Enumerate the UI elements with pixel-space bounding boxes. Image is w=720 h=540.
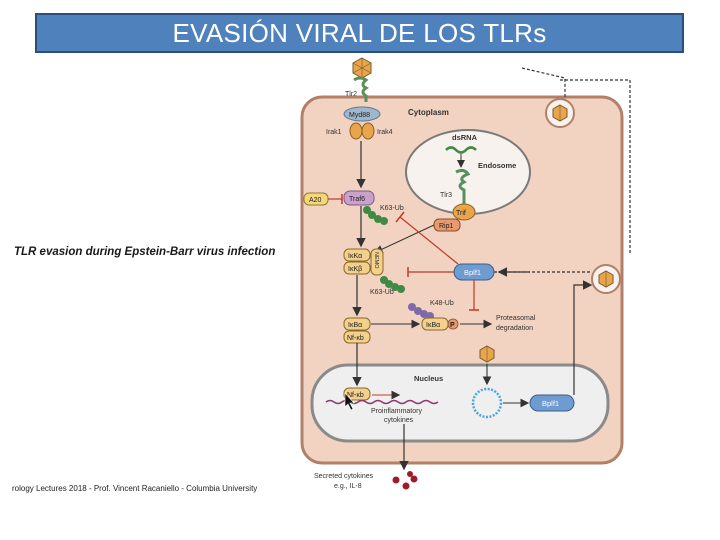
nemo-node (370, 248, 384, 276)
ub-chain-k48 (408, 303, 434, 320)
virus-icon-nucleus (479, 345, 495, 363)
a20-label: A20 (309, 197, 322, 204)
ikka-label: IκKα (348, 253, 362, 260)
dna-strand (325, 399, 439, 405)
endosome-label: Endosome (478, 161, 516, 170)
ikba-left-label: IκBα (348, 322, 362, 329)
inhibit-bplf1-traf6 (399, 216, 459, 265)
tlr3-label: Tlr3 (440, 192, 452, 199)
dsrna-label: dsRNA (452, 133, 478, 142)
dashed-virus-path-right (560, 79, 631, 255)
inhibit-bplf1-traf6-bar (395, 211, 405, 223)
bplf1-nucleus-label: Bplf1 (542, 399, 559, 408)
arrow-bplf1-export (573, 280, 593, 395)
irak1-node (349, 122, 363, 140)
viral-episome (471, 387, 503, 419)
proteasomal-label-1: Proteasomal (496, 315, 536, 322)
virus-icon (352, 57, 372, 79)
nucleus-label: Nucleus (414, 374, 443, 383)
figure-caption: TLR evasion during Epstein-Barr virus in… (14, 246, 276, 258)
arrow-rip1-ikk (374, 224, 435, 254)
ikkb-node (343, 261, 371, 275)
dashed-virus-path-top (521, 67, 566, 98)
ub-chain-traf6 (363, 206, 388, 225)
ikba-right-label: IκBα (426, 322, 440, 329)
tlr3-receptor (455, 168, 471, 212)
proinflam-label-2: cytokines (384, 417, 414, 424)
proteasomal-label-2: degradation (496, 325, 533, 332)
phospho-mark (447, 318, 459, 330)
ub-chain-nemo (380, 276, 405, 293)
phospho-label: P (450, 322, 455, 329)
proinflam-label-1: Proinflammatory (371, 408, 422, 415)
irak4-node (361, 122, 375, 140)
secreted-label-2: e.g., IL-8 (334, 483, 362, 490)
title-bar: EVASIÓN VIRAL DE LOS TLRs (35, 13, 684, 53)
slide-title: EVASIÓN VIRAL DE LOS TLRs (172, 17, 547, 48)
cursor-icon (344, 392, 355, 411)
nucleus (310, 363, 610, 443)
myd88-label: Myd88 (349, 112, 370, 119)
secreted-label-1: Secreted cytokines (314, 473, 374, 480)
tlr2-receptor (353, 76, 369, 102)
traf6-node (343, 190, 375, 206)
k63ub-top-label: K63-Ub (380, 205, 404, 212)
traf6-label: Traf6 (349, 196, 365, 203)
rip1-label: Rip1 (439, 223, 454, 230)
cytoplasm-label: Cytoplasm (408, 108, 449, 117)
k48ub-label: K48-Ub (430, 300, 454, 307)
trif-label: Trif (456, 210, 466, 217)
nfkb-left-label: Nf-κb (347, 335, 364, 342)
nfkb-nucleus-label: Nf-κb (347, 392, 364, 399)
nfkb-nucleus-node (343, 387, 371, 401)
ikkb-label: IκKβ (348, 266, 362, 273)
trif-node (452, 203, 476, 221)
nemo-label: NEMO (373, 252, 379, 269)
ikka-node (343, 248, 371, 262)
virus-icon-right (598, 270, 614, 288)
ikba-left-node (343, 317, 371, 331)
credit-line: rology Lectures 2018 - Prof. Vincent Rac… (12, 484, 258, 493)
myd88-node (343, 106, 381, 122)
bplf1-nucleus-node (529, 394, 575, 412)
irak1-label: Irak1 (326, 129, 342, 136)
k63ub-mid-label: K63-Ub (370, 289, 394, 296)
dsrna-strand (445, 146, 477, 154)
bplf1-cyto-label: Bplf1 (464, 268, 481, 277)
tlr2-label: Tlr2 (345, 91, 357, 98)
irak4-label: Irak4 (377, 129, 393, 136)
virus-icon-top-right (552, 104, 568, 122)
cytokine-dots (392, 471, 418, 490)
